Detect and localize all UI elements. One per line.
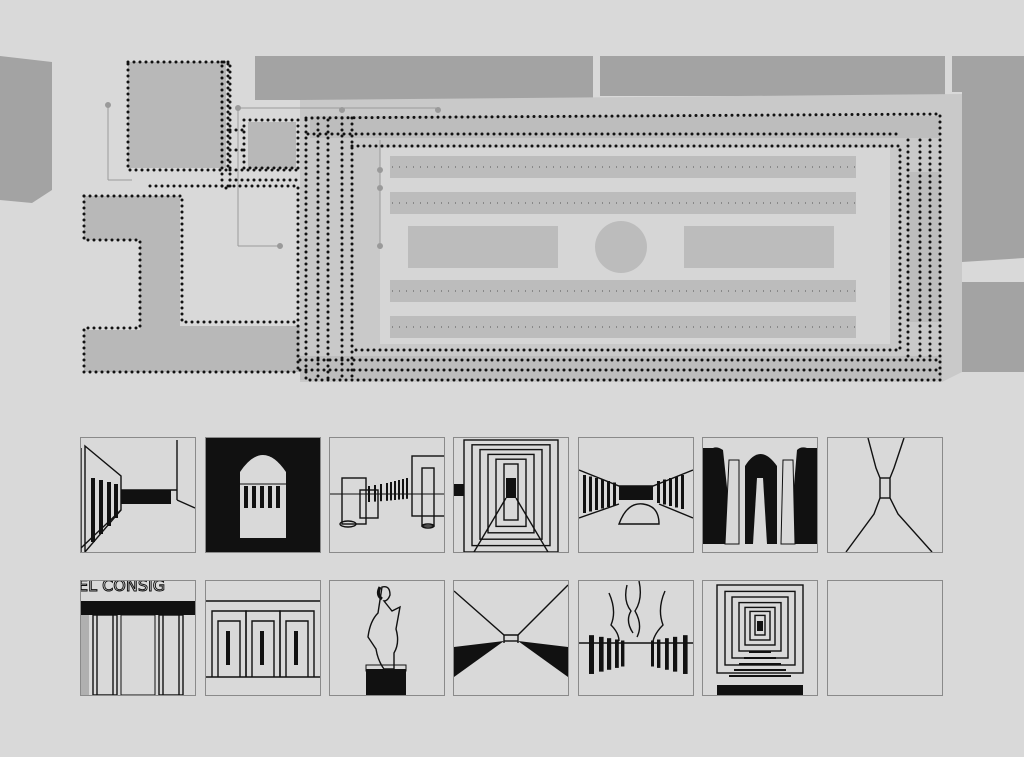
garden-bed-3 <box>408 226 558 268</box>
arch-portal-icon <box>206 438 320 552</box>
twin-arches-icon <box>703 447 817 545</box>
column-row-icon <box>330 455 444 529</box>
hourglass-lines-icon <box>845 438 933 552</box>
ground-plane-icon <box>454 584 568 677</box>
vignette-double-arch <box>702 437 818 553</box>
site-plan <box>0 56 1024 382</box>
annotation-leaders <box>105 102 441 249</box>
city-block-right-1 <box>952 56 1024 262</box>
vignette-arched-opening <box>205 437 321 553</box>
inscription-text: EL CONSIG <box>80 580 166 595</box>
courtyard-basin-icon <box>579 469 693 525</box>
vignette-empty <box>827 580 943 696</box>
colonnade-dots <box>82 60 942 382</box>
inscribed-gate-icon <box>81 601 195 695</box>
tree-avenue-icon <box>579 581 693 674</box>
vignette-repeated-portals <box>205 580 321 696</box>
garden-bed-4 <box>684 226 834 268</box>
portal-rows-icon <box>206 600 320 678</box>
garden-bed-dots <box>392 166 856 328</box>
city-block-left <box>0 56 52 203</box>
city-block-top-1 <box>255 56 593 100</box>
stair-tunnel-icon <box>716 584 804 695</box>
central-fountain <box>595 221 647 273</box>
pavilion-topleft <box>128 62 226 168</box>
vignette-inscription-gate: EL CONSIG <box>80 580 196 696</box>
vignette-arcade-corridor <box>80 437 196 553</box>
vignette-tree-avenue <box>578 580 694 696</box>
blank-frame-icon <box>828 581 942 695</box>
statue-figure-icon <box>365 585 407 695</box>
vignette-hourglass-lines <box>827 437 943 553</box>
vignette-statue <box>329 580 445 696</box>
city-block-top-2 <box>600 56 945 96</box>
vignette-courtyard-fountain <box>578 437 694 553</box>
corridor-perspective-icon <box>81 440 195 552</box>
city-block-right-2 <box>962 282 1024 372</box>
wing-left <box>84 196 300 372</box>
wing-top-strip <box>310 116 940 138</box>
vignette-column-row <box>329 437 445 553</box>
vignette-horizon-plane <box>453 580 569 696</box>
pavilion-small <box>248 122 296 168</box>
tunnel-frames-icon <box>454 439 559 552</box>
vignette-nested-frames <box>453 437 569 553</box>
vignette-stair-tunnel <box>702 580 818 696</box>
wing-right-strip <box>908 172 940 322</box>
